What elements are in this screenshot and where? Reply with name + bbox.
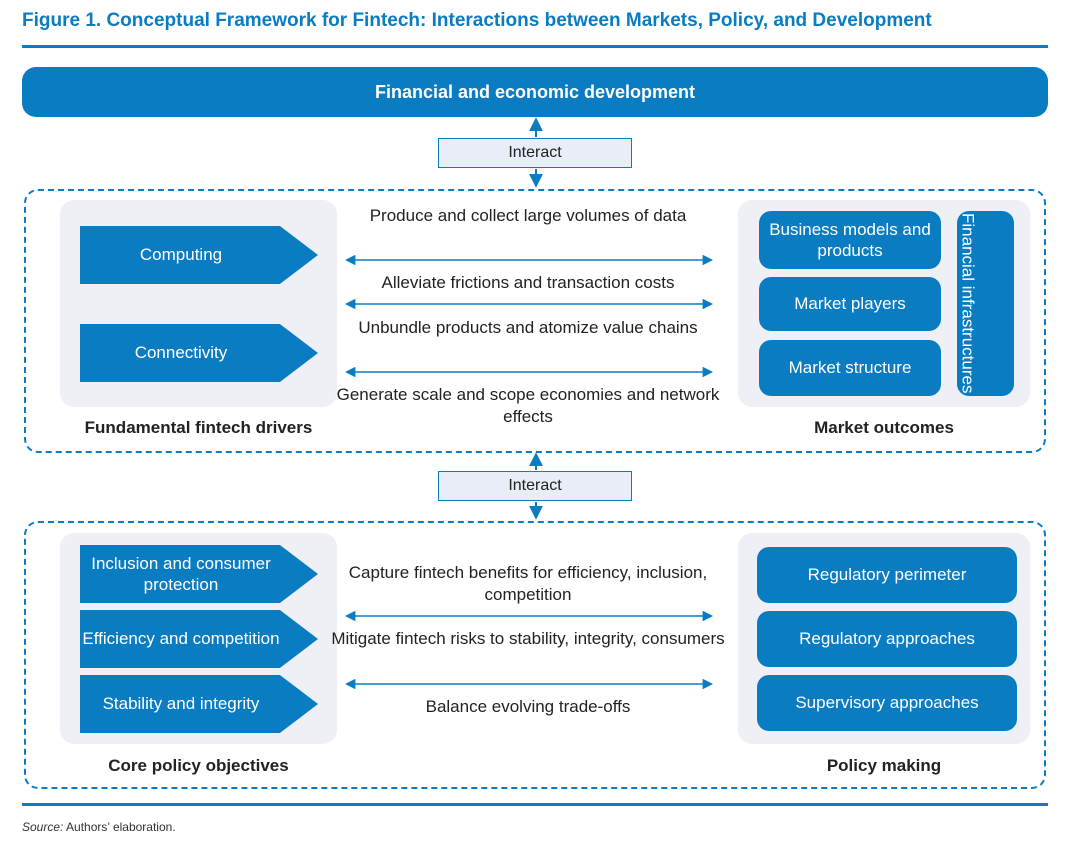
interact-box-bottom: Interact xyxy=(438,471,632,501)
middle-text-4: Generate scale and scope economies and n… xyxy=(336,385,720,427)
objective-stability: Stability and integrity xyxy=(80,675,318,733)
policy-label: Policy making xyxy=(826,756,942,775)
source-text: Authors’ elaboration. xyxy=(63,820,176,834)
driver-computing: Computing xyxy=(80,226,318,284)
financial-infrastructures-text: Financial infrastructures xyxy=(958,213,978,394)
drivers-label: Fundamental fintech drivers xyxy=(84,418,313,437)
development-banner: Financial and economic development xyxy=(22,67,1048,117)
objective-inclusion: Inclusion and consumer protection xyxy=(80,545,318,603)
policy-supervisory-approaches: Supervisory approaches xyxy=(757,675,1017,731)
objective-efficiency: Efficiency and competition xyxy=(80,610,318,668)
interact-box-top: Interact xyxy=(438,138,632,168)
outcome-business-models: Business models and products xyxy=(759,211,941,269)
objectives-label: Core policy objectives xyxy=(108,756,289,775)
outcome-financial-infrastructures: Financial infrastructures xyxy=(957,211,1014,396)
outcome-market-players: Market players xyxy=(759,277,941,331)
policy-middle-text-3: Balance evolving trade-offs xyxy=(425,697,631,716)
source-note: Source: Authors’ elaboration. xyxy=(22,820,176,834)
policy-middle-text-1: Capture fintech benefits for efficiency,… xyxy=(348,563,708,605)
middle-text-2: Alleviate frictions and transaction cost… xyxy=(381,273,675,292)
outcomes-label: Market outcomes xyxy=(814,418,954,437)
title-rule xyxy=(22,45,1048,48)
policy-section xyxy=(24,521,1046,789)
policy-middle-text-2: Mitigate fintech risks to stability, int… xyxy=(331,629,725,648)
driver-connectivity: Connectivity xyxy=(80,324,318,382)
middle-text-1: Produce and collect large volumes of dat… xyxy=(369,206,687,225)
figure-title: Figure 1. Conceptual Framework for Finte… xyxy=(22,10,932,31)
markets-section xyxy=(24,189,1046,453)
bottom-rule xyxy=(22,803,1048,806)
policy-regulatory-approaches: Regulatory approaches xyxy=(757,611,1017,667)
source-label: Source: xyxy=(22,820,64,834)
policy-regulatory-perimeter: Regulatory perimeter xyxy=(757,547,1017,603)
outcome-market-structure: Market structure xyxy=(759,340,941,396)
middle-text-3: Unbundle products and atomize value chai… xyxy=(358,318,698,337)
